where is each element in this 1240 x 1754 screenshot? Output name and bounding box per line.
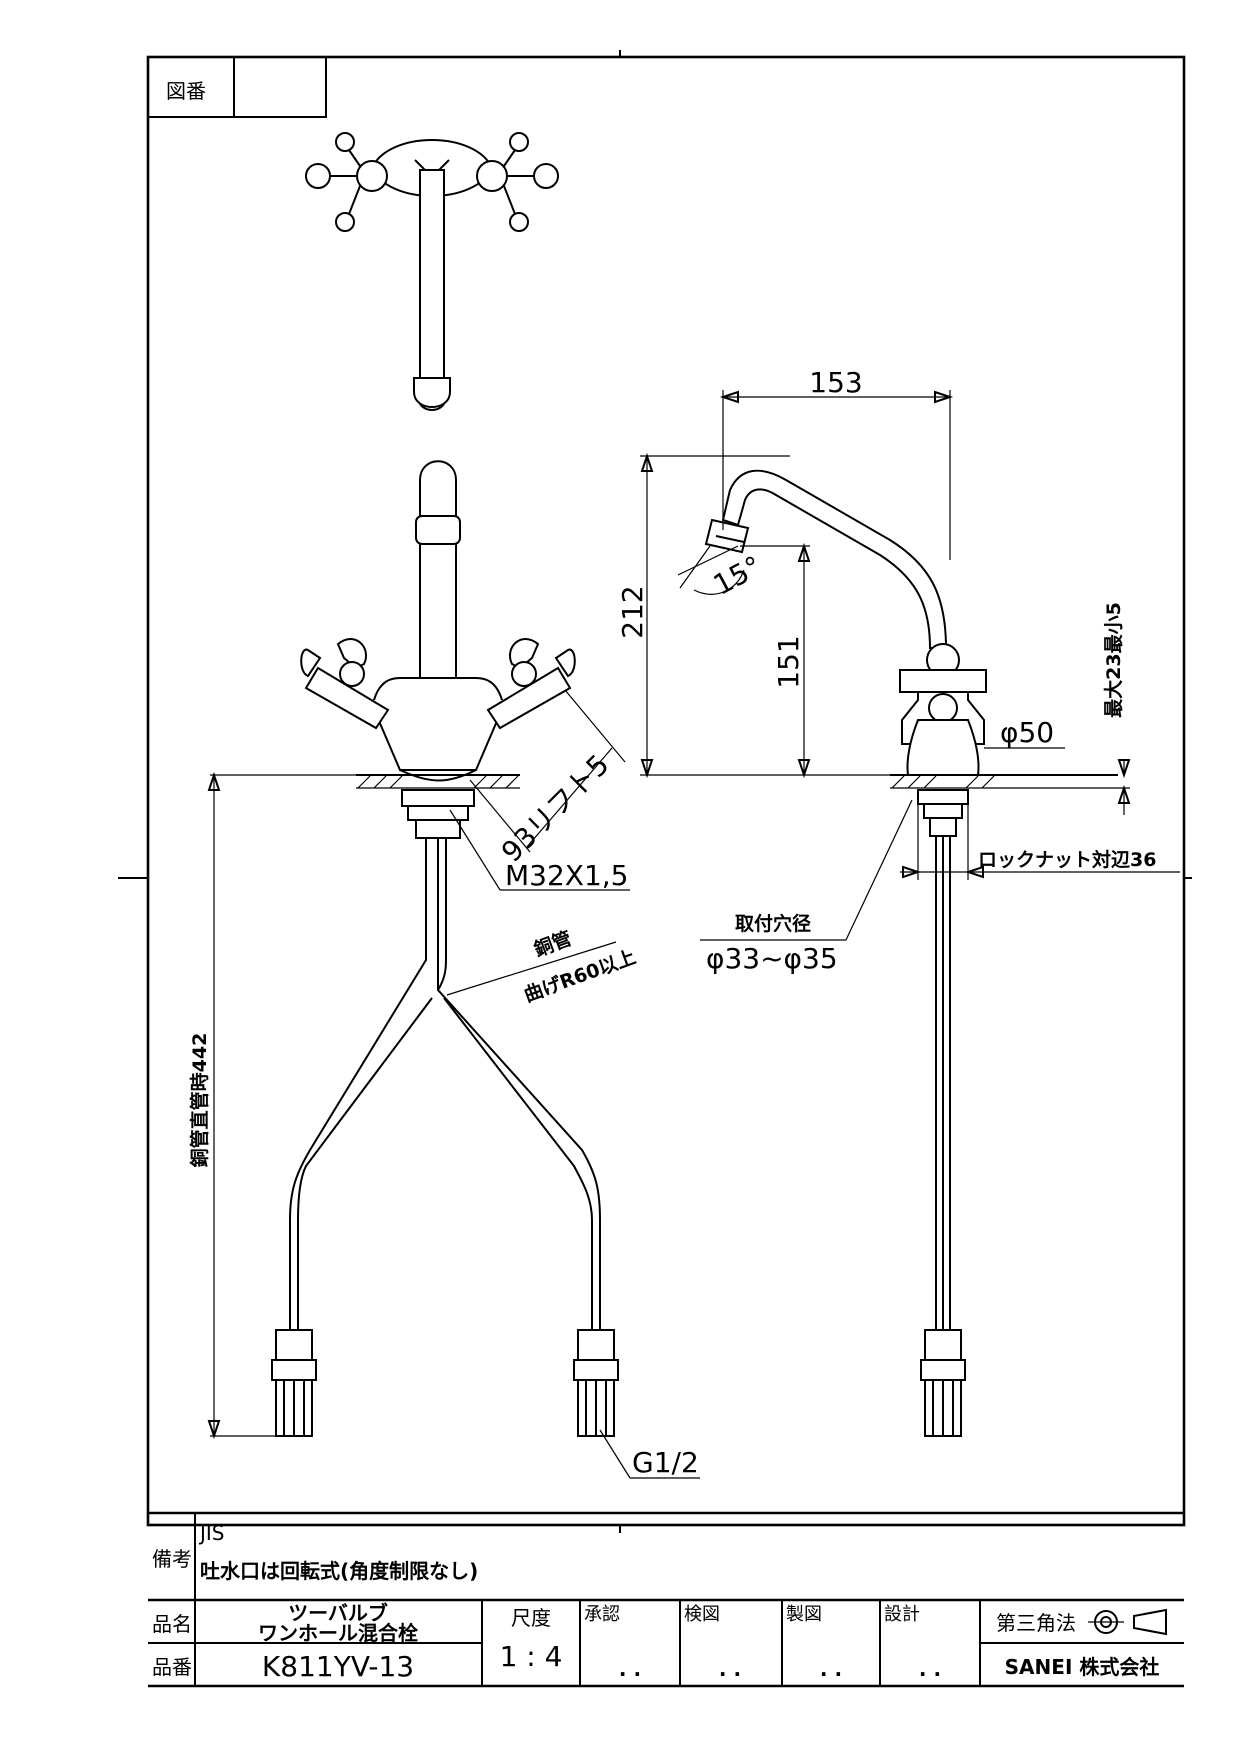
notes-block: 備考 JIS 吐水口は回転式(角度制限なし) — [148, 1511, 1184, 1600]
left-inlet-fitting — [271, 1329, 317, 1437]
projection-label: 第三角法 — [996, 1611, 1076, 1635]
product-number-label: 品番 — [152, 1655, 192, 1679]
product-name-line-1: ツーバルブ — [288, 1601, 388, 1625]
top-left-handle — [305, 132, 388, 232]
pipe-length-dimension: 銅管直管時442 — [188, 1033, 211, 1168]
approve-date: . . — [619, 1657, 641, 1681]
counter-thickness-dimension: 最大23最小5 — [1102, 602, 1125, 718]
copper-pipe-label: 銅管 — [531, 927, 575, 962]
product-number-value: K811YV-13 — [262, 1650, 414, 1683]
third-angle-projection-icon — [1088, 1608, 1167, 1636]
title-block: 品名 ツーバルブ ワンホール混合栓 品番 K811YV-13 尺度 1 : 4 … — [148, 1598, 1184, 1688]
scale-value: 1 : 4 — [500, 1640, 563, 1673]
side-inlet-fitting — [920, 1329, 966, 1437]
check-date: . . — [719, 1657, 741, 1681]
side-view-dimensions: 153 212 151 15° φ50 最大23最小5 ロックナット対辺36 取 — [616, 366, 1180, 975]
drawing-frame — [118, 50, 1192, 1533]
approve-label: 承認 — [584, 1604, 620, 1625]
top-view — [305, 132, 559, 411]
design-label: 設計 — [884, 1604, 920, 1625]
company-name: SANEI 株式会社 — [1005, 1655, 1160, 1679]
lock-nut-dimension: ロックナット対辺36 — [978, 848, 1156, 871]
side-view — [704, 469, 1118, 1437]
top-right-handle — [476, 132, 559, 232]
counter-hatch — [356, 775, 520, 789]
right-inlet-fitting — [573, 1329, 619, 1437]
thread-dimension: M32X1,5 — [505, 859, 629, 892]
base-diameter-dimension: φ50 — [1000, 716, 1054, 749]
connection-dimension: G1/2 — [632, 1446, 699, 1479]
side-counter-hatch — [890, 775, 1000, 789]
notes-line-1: JIS — [198, 1521, 225, 1545]
notes-line-2: 吐水口は回転式(角度制限なし) — [200, 1559, 478, 1583]
notes-label: 備考 — [152, 1547, 192, 1571]
draft-date: . . — [820, 1657, 842, 1681]
draft-label: 製図 — [786, 1604, 822, 1625]
front-left-handle — [300, 638, 390, 730]
check-label: 検図 — [684, 1604, 720, 1625]
reach-dimension: 153 — [809, 366, 862, 399]
front-view — [271, 460, 619, 1437]
handle-lift-dimension: 93リフト5 — [495, 748, 616, 869]
scale-label: 尺度 — [511, 1606, 551, 1630]
mount-hole-label: 取付穴径 — [735, 912, 811, 935]
total-height-dimension: 212 — [616, 585, 649, 638]
mount-hole-value: φ33~φ35 — [706, 942, 838, 975]
drawing-number-label: 図番 — [166, 79, 206, 103]
design-date: . . — [919, 1657, 941, 1681]
product-name-line-2: ワンホール混合栓 — [258, 1621, 418, 1645]
drawing-number-box: 図番 — [147, 56, 327, 118]
spout-height-dimension: 151 — [772, 635, 805, 688]
product-name-label: 品名 — [152, 1612, 192, 1636]
front-right-handle — [486, 638, 576, 730]
